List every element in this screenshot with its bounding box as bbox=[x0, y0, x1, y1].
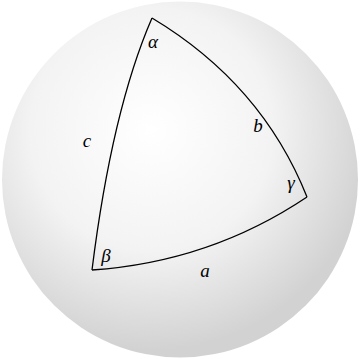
side-label: c bbox=[83, 131, 91, 150]
angle-label: α bbox=[148, 32, 158, 51]
side-a-arc bbox=[92, 197, 307, 270]
side-c-arc bbox=[92, 18, 152, 270]
side-label: a bbox=[200, 261, 210, 280]
angle-label: γ bbox=[287, 173, 295, 192]
angle-label: β bbox=[101, 246, 110, 265]
side-b-arc bbox=[152, 18, 307, 197]
side-label: b bbox=[253, 116, 263, 135]
spherical-triangle bbox=[92, 18, 307, 270]
